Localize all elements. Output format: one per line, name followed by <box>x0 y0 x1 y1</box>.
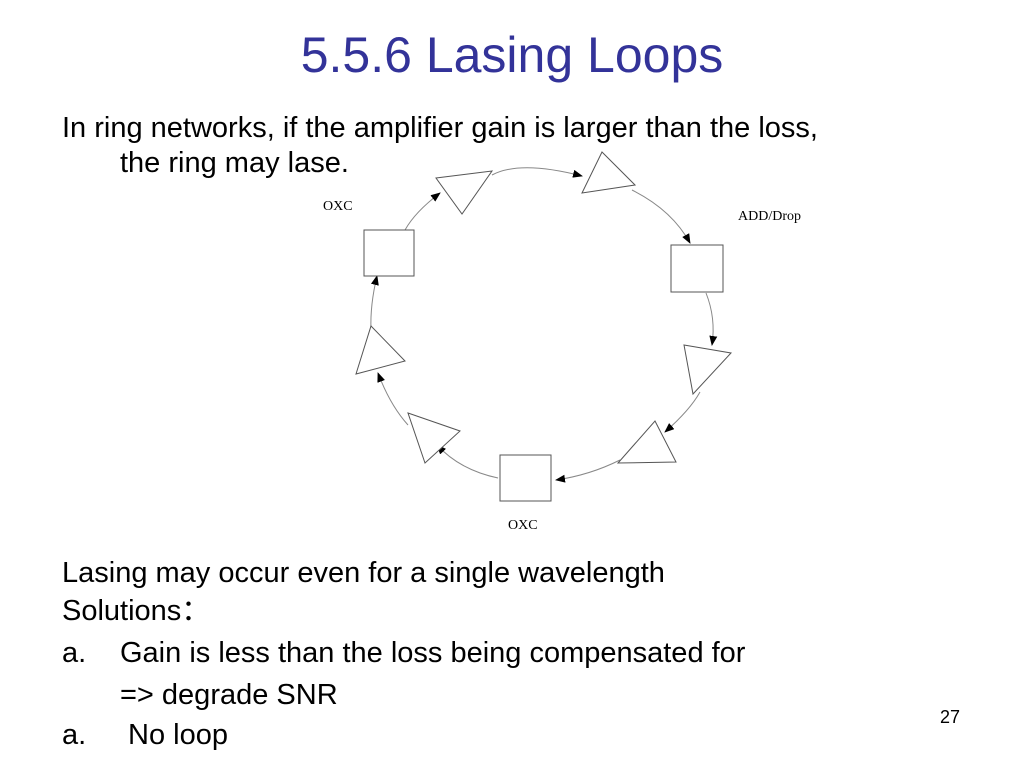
amplifier-icon <box>683 344 732 396</box>
list-marker: a. <box>62 637 87 669</box>
solution-item-a: a. Gain is less than the loss being compe… <box>62 633 745 673</box>
intro-line-1: In ring networks, if the amplifier gain … <box>62 112 818 144</box>
add-drop-node <box>670 244 724 293</box>
amplifier-icon <box>435 170 494 215</box>
amplifier-icon <box>616 420 677 464</box>
solution-a-text: Gain is less than the loss being compens… <box>120 637 746 669</box>
ring-nodes <box>363 229 724 502</box>
list-marker: a. <box>62 719 87 751</box>
intro-line-2: the ring may lase. <box>120 147 349 179</box>
ring-link <box>631 189 691 244</box>
page-number: 27 <box>940 707 961 727</box>
ring-network-diagram: OXC ADD/Drop OXC <box>323 151 801 533</box>
solution-item-b: a. No loop <box>62 715 228 755</box>
slide-title: 5.5.6 Lasing Loops <box>300 27 724 83</box>
oxc-node-left <box>363 229 415 277</box>
ring-link <box>404 192 441 231</box>
solutions-heading: Solutions： <box>62 595 211 627</box>
solution-a-sub: => degrade SNR <box>120 679 338 711</box>
ring-links <box>370 167 718 483</box>
ring-link <box>491 167 583 178</box>
amplifier-icon <box>355 325 406 375</box>
oxc-bottom-label: OXC <box>508 518 538 533</box>
ring-link <box>705 292 718 346</box>
intro-text: In ring networks, if the amplifier gain … <box>62 111 982 181</box>
ring-link <box>555 459 621 483</box>
amplifiers <box>355 151 732 464</box>
solution-b-text: No loop <box>120 719 229 751</box>
ring-link <box>370 275 379 331</box>
add-drop-label: ADD/Drop <box>738 209 801 224</box>
ring-link <box>436 444 499 479</box>
oxc-top-label: OXC <box>323 199 353 214</box>
lasing-note: Lasing may occur even for a single wavel… <box>62 557 665 589</box>
oxc-node-bottom <box>499 454 552 502</box>
amplifier-icon <box>407 412 461 464</box>
ring-link <box>664 391 701 433</box>
ring-link <box>377 372 409 426</box>
amplifier-icon <box>581 151 637 194</box>
